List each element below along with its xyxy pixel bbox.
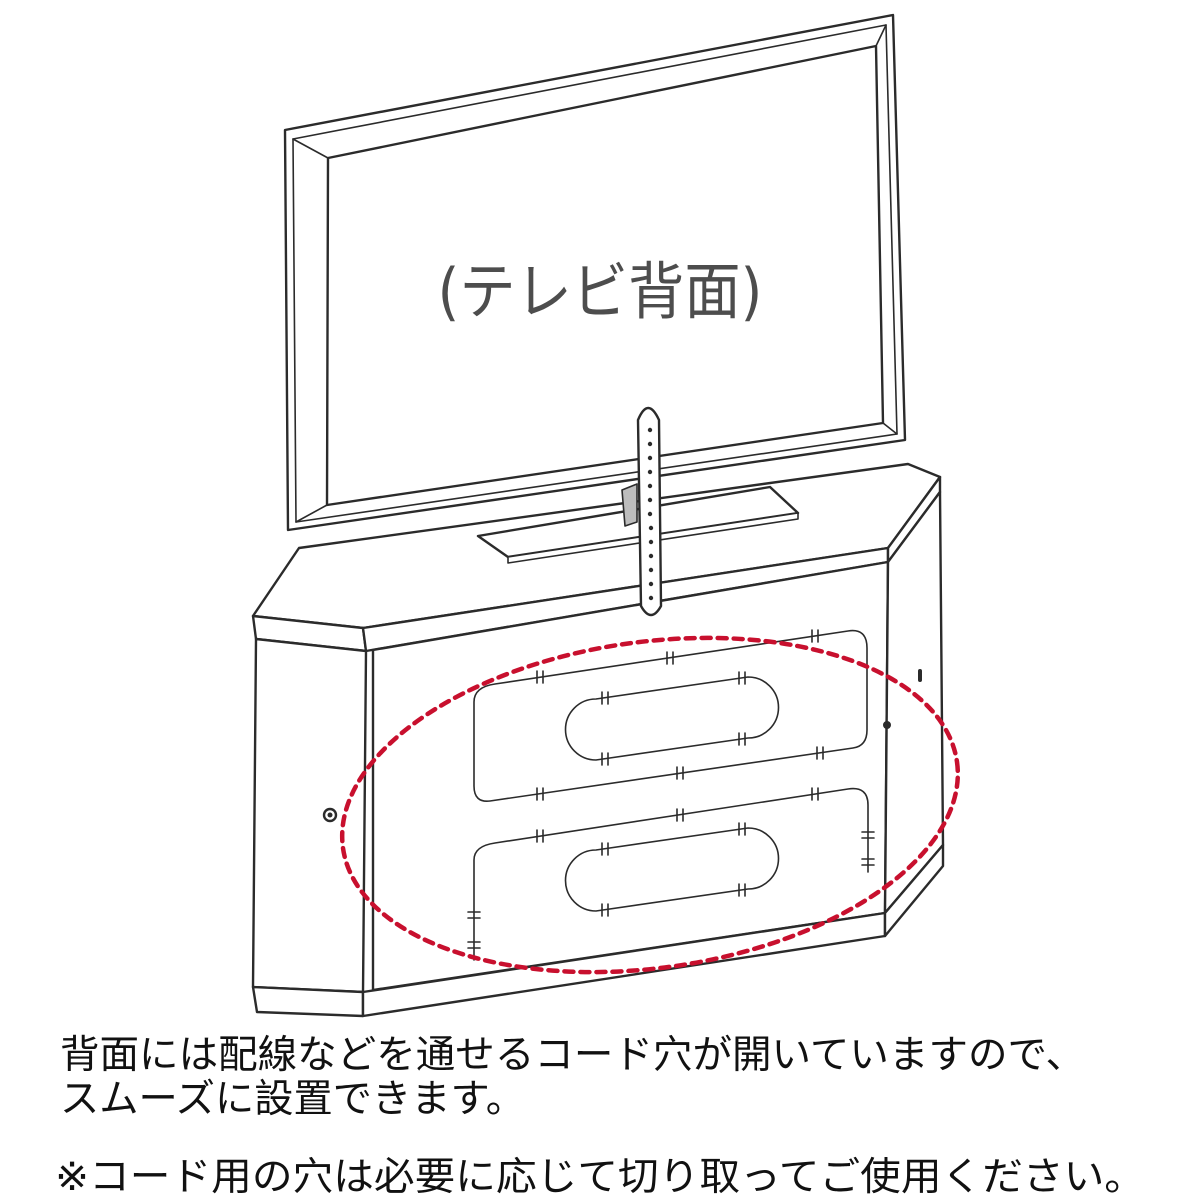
cord-hole-lower-slot (564, 827, 780, 912)
perforation-tick (601, 691, 609, 705)
pole-hole (647, 441, 653, 447)
pole-body (636, 406, 663, 617)
stand-left-side-panel (251, 637, 368, 994)
side-panel-knob-center (327, 812, 333, 818)
stand-plinth-right (883, 843, 945, 938)
stand-plinth-left (251, 985, 365, 1018)
pole-hole (647, 483, 653, 489)
tv-stand (251, 406, 945, 1018)
tv-frame-bevels (292, 24, 898, 523)
perforation-tick (738, 732, 746, 746)
perforation-tick (861, 831, 875, 839)
perforation-tick (676, 766, 684, 780)
perforation-tick (666, 651, 674, 665)
tv-back: (テレビ背面) (283, 13, 907, 532)
perforation-tick (601, 842, 609, 856)
perforation-tick (536, 829, 544, 843)
perforation-tick (861, 858, 875, 866)
perforation-tick (676, 808, 684, 822)
support-pole (636, 406, 663, 617)
caption-line-2: スムーズに設置できます。 (60, 1077, 525, 1122)
pole-hole (648, 553, 654, 559)
perforation-tick (811, 629, 819, 643)
perforation-tick (601, 903, 609, 917)
caption-note: ※コード用の穴は必要に応じて切り取ってご使用ください。 (55, 1155, 1145, 1200)
cord-hole-lower-outline (473, 787, 869, 961)
pole-hole (647, 455, 653, 461)
pole-hole (648, 525, 654, 531)
cord-hole-upper-slot (564, 676, 780, 761)
cord-holes (467, 629, 875, 961)
pole-hole (648, 567, 654, 573)
pole-hole (647, 511, 653, 517)
caption: 背面には配線などを通せるコード穴が開いていますので、 スムーズに設置できます。 … (55, 1033, 1145, 1200)
perforation-tick (536, 787, 544, 801)
perforation-tick (738, 822, 746, 836)
perforation-tick (811, 787, 819, 801)
pole-hole (648, 539, 654, 545)
perforation-tick (601, 752, 609, 766)
pole-clamp (621, 483, 638, 527)
side-panel-hole-upper (918, 669, 922, 682)
perforation-tick (738, 883, 746, 897)
tv-outer-frame (283, 13, 907, 532)
stand-right-side-panel (883, 490, 945, 915)
pole-hole (647, 427, 653, 433)
pole-hole (647, 497, 653, 503)
pole-hole (648, 595, 654, 601)
perforation-tick (467, 911, 481, 919)
cord-hole-highlight-ring (339, 635, 961, 975)
caption-line-1: 背面には配線などを通せるコード穴が開いていますので、 (60, 1033, 1085, 1078)
tv-back-label: (テレビ背面) (438, 255, 763, 328)
perforation-tick (738, 671, 746, 685)
pole-hole (647, 469, 653, 475)
cord-hole-upper-outline (473, 629, 868, 803)
perforation-tick (816, 746, 824, 760)
perforation-marks (467, 629, 875, 949)
perforation-tick (536, 670, 544, 684)
side-panel-hole-lower (883, 721, 891, 729)
pole-hole (648, 581, 654, 587)
perforation-tick (467, 941, 481, 949)
